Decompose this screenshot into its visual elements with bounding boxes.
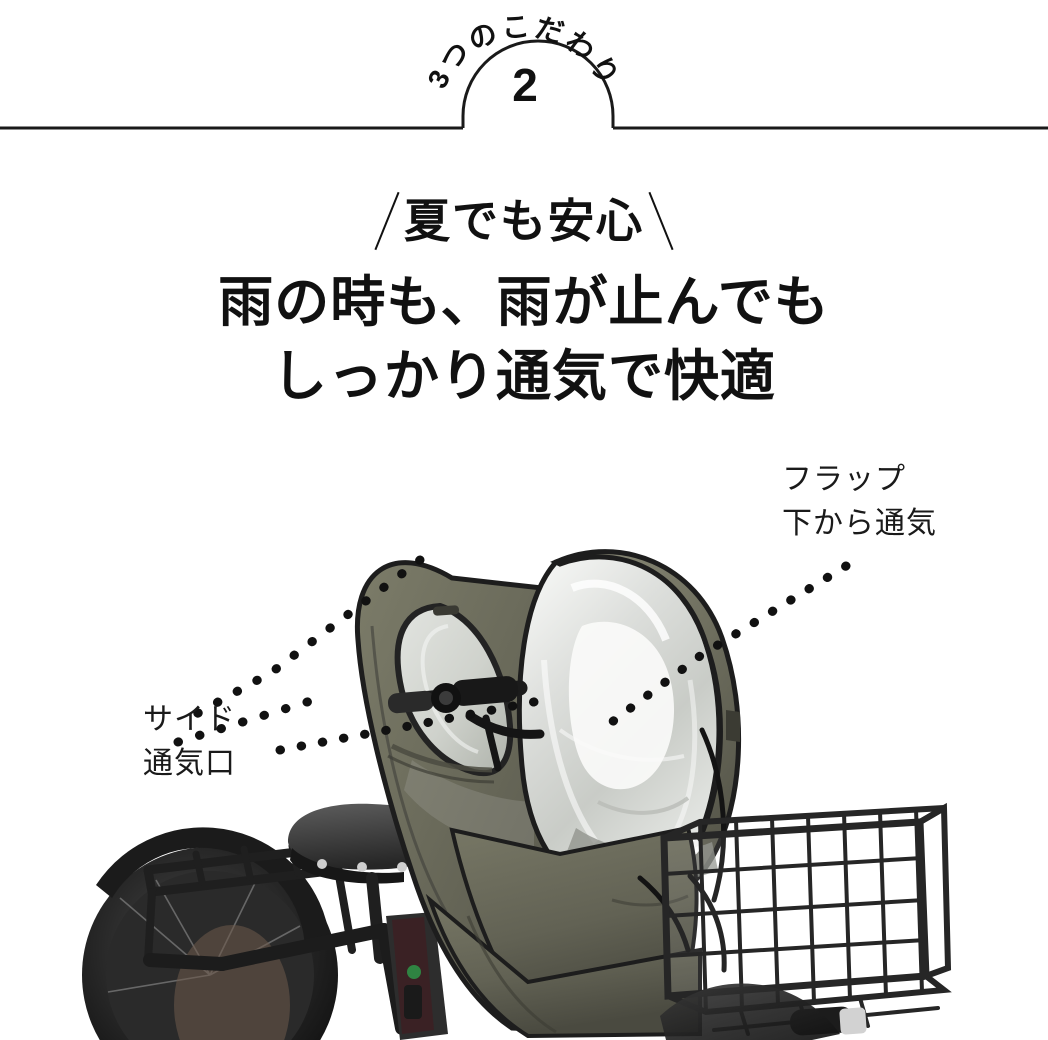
callout-flap-line-1: フラップ (782, 463, 906, 496)
callout-flap-line-2: 下から通気 (782, 507, 937, 540)
headline-block: 夏でも安心 雨の時も、雨が止んでも しっかり通気で快適 (0, 188, 1048, 412)
callout-side-line-1: サイド (143, 703, 236, 736)
brake-cables (637, 727, 727, 973)
product-photo (0, 430, 1048, 1040)
seat-post (366, 872, 386, 964)
product-photo-illustration (82, 549, 952, 1040)
banner-arch-graphic: 3つのこだわり (0, 11, 1048, 130)
slash-left-icon (374, 191, 400, 251)
banner-step-number: 2 (0, 62, 1048, 108)
battery-pack (386, 912, 448, 1040)
front-wheel (660, 983, 840, 1040)
cover-lower-skirt (425, 825, 702, 1039)
callout-side: サイド 通気口 (143, 698, 236, 786)
arch-outline (461, 39, 615, 128)
headline-line-2: しっかり通気で快適 (271, 345, 776, 407)
banner-step-number-value: 2 (512, 59, 538, 111)
headline-kicker: 夏でも安心 (404, 195, 644, 247)
callout-flap: フラップ 下から通気 (782, 458, 937, 546)
leader-line-side (173, 693, 325, 747)
slash-right-icon (648, 191, 674, 251)
headline-line-1: 雨の時も、雨が止んでも (218, 271, 830, 333)
banner: 3つのこだわり 2 (0, 0, 1048, 150)
headline-kicker-row: 夏でも安心 (0, 188, 1048, 254)
callout-side-line-2: 通気口 (143, 747, 236, 780)
